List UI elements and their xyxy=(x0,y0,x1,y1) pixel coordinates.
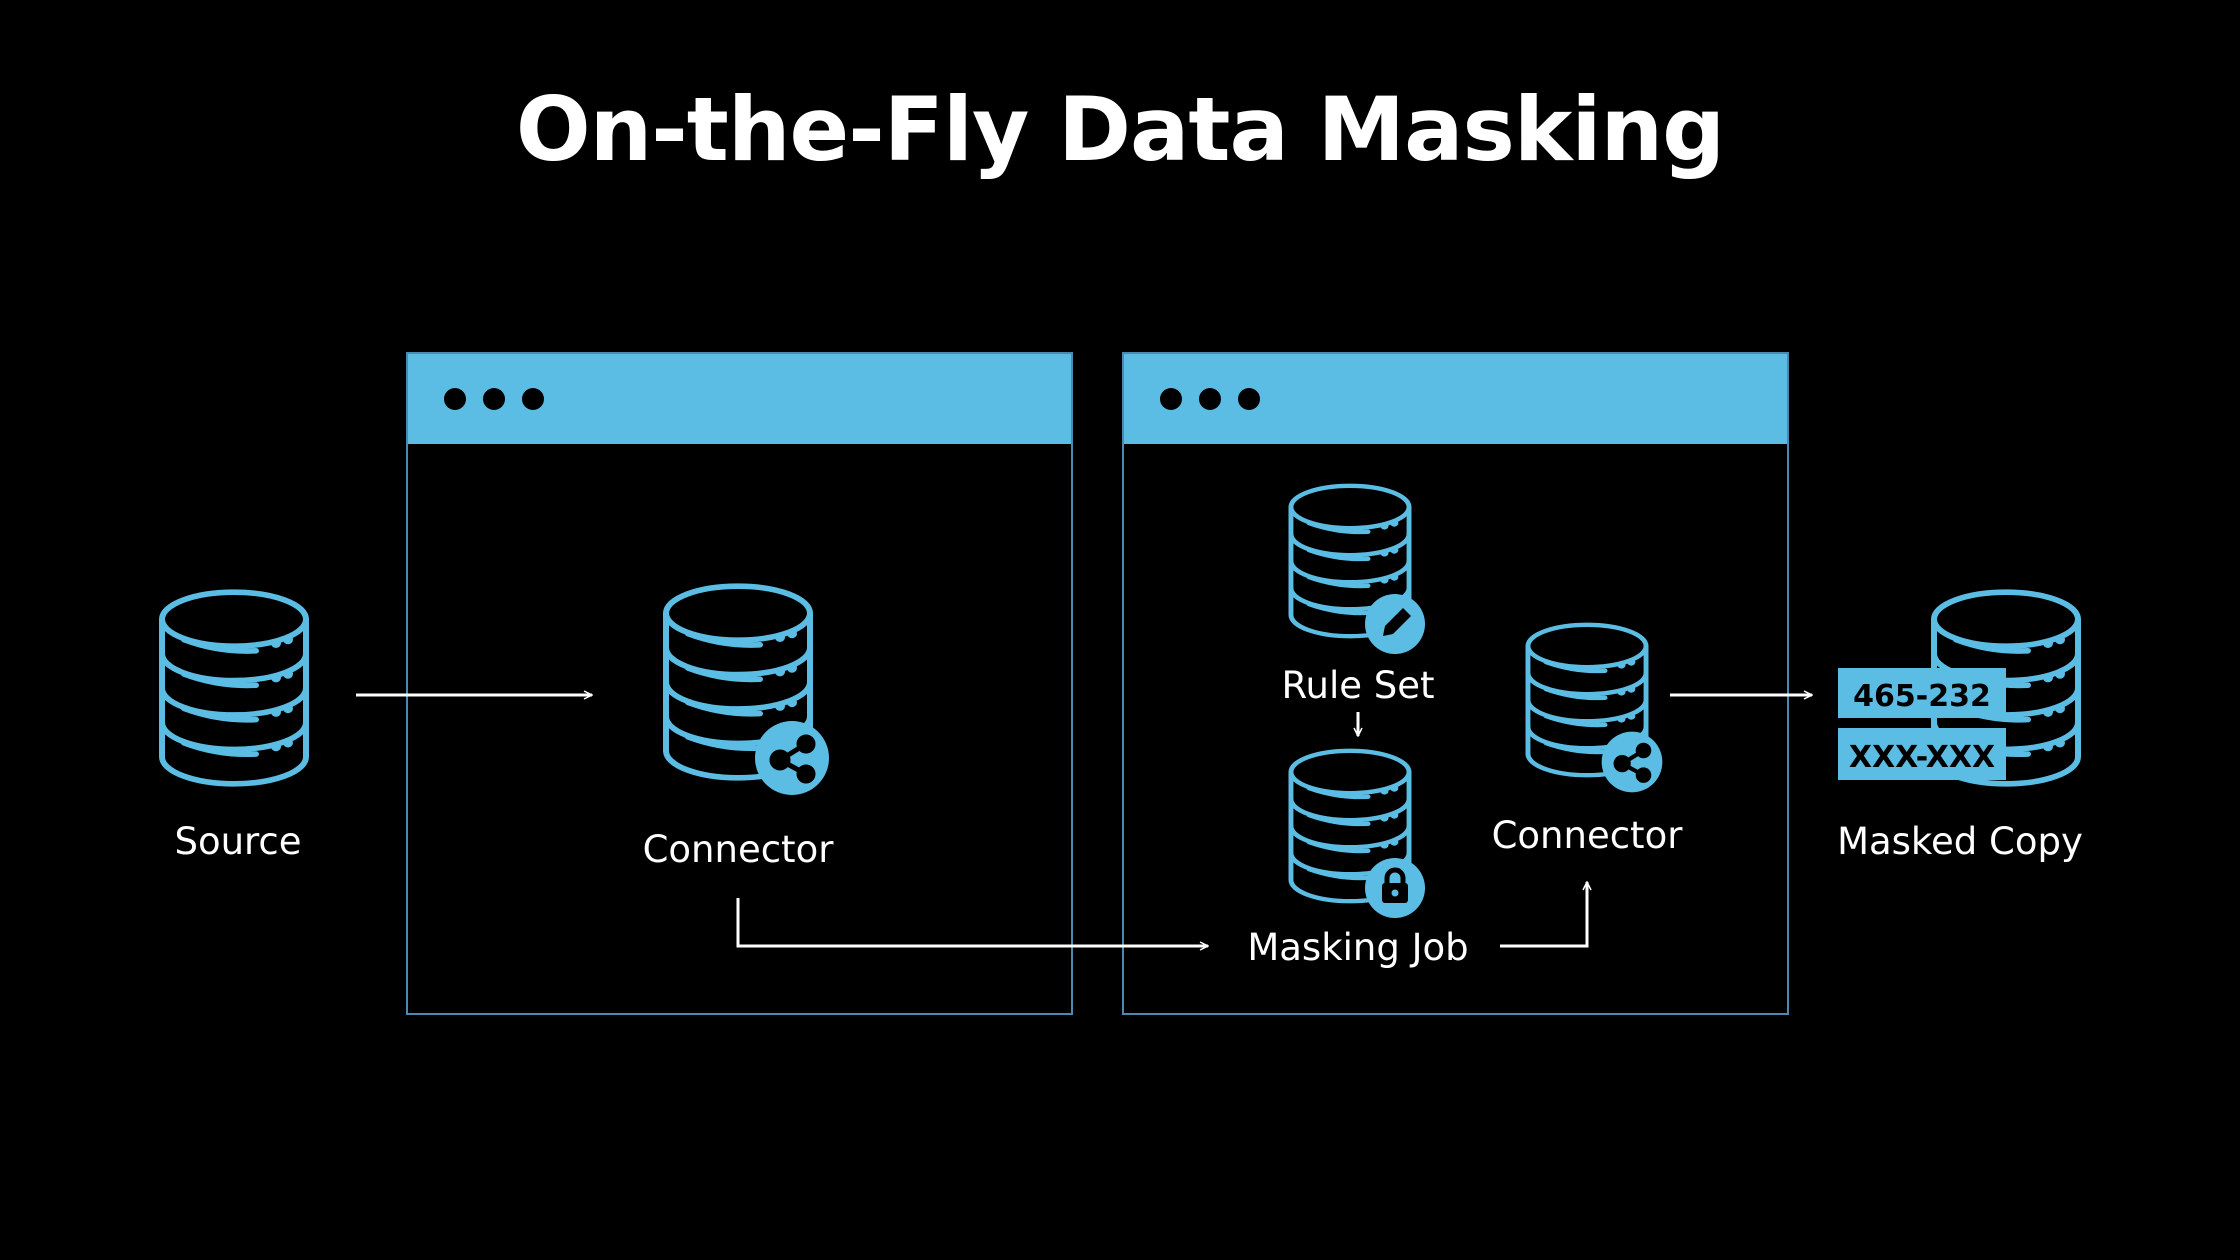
window-title-bar xyxy=(1124,354,1787,444)
right-window xyxy=(1122,352,1789,1015)
left-window xyxy=(406,352,1073,1015)
source-database-icon xyxy=(162,592,306,784)
masked-tag-top: 465-232 xyxy=(1838,668,2006,718)
share-icon xyxy=(755,721,829,795)
source-label: Source xyxy=(174,820,302,863)
window-dot xyxy=(522,388,544,410)
share-icon xyxy=(1602,732,1663,793)
connector-right-label: Connector xyxy=(1491,814,1683,857)
lock-icon xyxy=(1365,858,1425,918)
window-dot xyxy=(483,388,505,410)
connector-left-label: Connector xyxy=(642,828,834,871)
masked-tag-top-text: 465-232 xyxy=(1853,679,1991,714)
window-dot xyxy=(1160,388,1182,410)
page-title: On-the-Fly Data Masking xyxy=(515,78,1725,181)
masked-tag-bottom: XXX-XXX xyxy=(1838,728,2006,780)
arrow-masking-job-to-connector xyxy=(1500,882,1587,948)
pencil-icon xyxy=(1365,594,1425,654)
window-title-bar xyxy=(408,354,1071,444)
window-dot xyxy=(1199,388,1221,410)
masked-copy-label: Masked Copy xyxy=(1837,820,2083,863)
masking-job-label: Masking Job xyxy=(1247,926,1469,969)
window-dot xyxy=(444,388,466,410)
rule-set-label: Rule Set xyxy=(1281,664,1435,707)
arrow-connector-to-masking-job xyxy=(736,898,1208,946)
masked-tag-bottom-text: XXX-XXX xyxy=(1849,740,1995,775)
window-dot xyxy=(1238,388,1260,410)
